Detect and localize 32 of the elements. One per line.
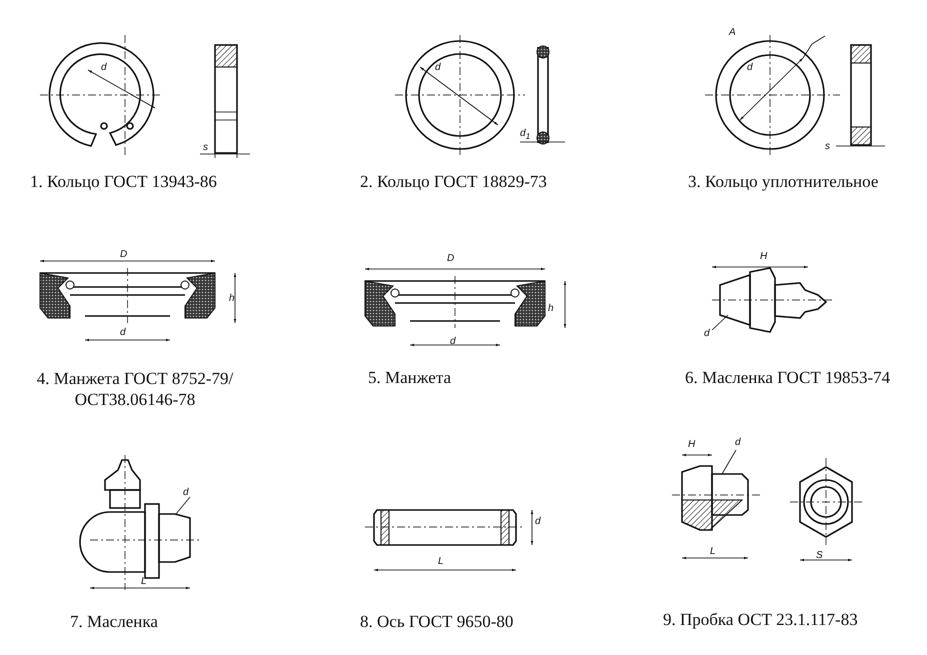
dimension-letter: L bbox=[141, 576, 147, 587]
dimension-letter: d bbox=[747, 62, 753, 73]
part-caption: 3. Кольцо уплотнительное bbox=[688, 172, 878, 192]
dimension-letter: H bbox=[760, 251, 768, 262]
dimension-letter: L bbox=[438, 556, 444, 567]
dimension-letter: s bbox=[825, 141, 830, 152]
dimension-letter: d bbox=[435, 62, 441, 73]
dimension-letter: d bbox=[704, 328, 710, 339]
dimension-letter: h bbox=[229, 293, 235, 304]
dimension-letter: h bbox=[548, 303, 554, 314]
dimension-letter: L bbox=[710, 546, 716, 557]
dimension-letter: A bbox=[729, 27, 736, 38]
dimension-letter: s bbox=[203, 142, 208, 153]
dimension-letter: d bbox=[735, 437, 741, 448]
dimension-letter: d$_{1}$ bbox=[520, 128, 530, 142]
part-caption: 1. Кольцо ГОСТ 13943-86 bbox=[30, 172, 217, 192]
part-caption: 9. Пробка ОСТ 23.1.117-83 bbox=[663, 610, 858, 630]
part-caption: 2. Кольцо ГОСТ 18829-73 bbox=[360, 172, 547, 192]
part-caption: 4. Манжета ГОСТ 8752-79/ ОСТ38.06146-78 bbox=[36, 368, 234, 410]
part-caption: 8. Ось ГОСТ 9650-80 bbox=[360, 612, 514, 632]
dimension-letter: H bbox=[688, 439, 696, 450]
dimension-letter: d bbox=[101, 62, 107, 73]
dimension-letter: d bbox=[450, 336, 456, 347]
dimension-letter: S bbox=[816, 550, 823, 561]
dimension-letter: d bbox=[183, 487, 189, 498]
part-caption: 5. Манжета bbox=[368, 368, 452, 388]
dimension-letter: d bbox=[535, 516, 541, 527]
part-caption: 7. Масленка bbox=[70, 612, 158, 632]
dimension-letter: D bbox=[447, 253, 454, 264]
dimension-letter: D bbox=[120, 249, 128, 260]
part-caption: 6. Масленка ГОСТ 19853-74 bbox=[685, 368, 890, 388]
dimension-letter: d bbox=[120, 327, 126, 338]
